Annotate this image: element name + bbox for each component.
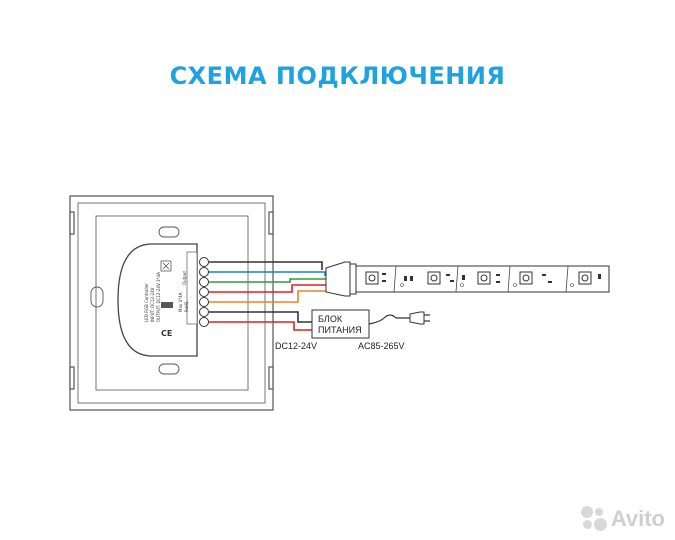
terminal-screw [199,307,209,317]
led-strip [355,265,610,293]
wall-panel [69,195,274,411]
power-supply: БЛОК ПИТАНИЯ [311,309,370,339]
controller-output-label: Output [182,271,187,285]
resistors [382,273,601,283]
terminal-block [199,257,209,327]
terminal-screw [199,257,209,267]
power-block-line-2: ПИТАНИЯ [318,325,362,335]
controller-line-4: Max 4*4A [178,292,183,312]
controller-line-5: RoHS [184,301,189,312]
controller-line-3: OUTPUT: DC12-24V 3*4A [156,272,161,322]
wire-power-black [209,311,312,323]
wire-green [209,278,326,283]
led-chip [365,271,592,285]
wire-black-1 [209,261,323,270]
controller-label-2: Max 4*4A RoHS [178,292,189,312]
wire-red [209,284,326,293]
avito-logo-icon [580,506,607,532]
controller-module [117,243,198,357]
terminal-screw [199,317,209,327]
avito-watermark: Avito [580,506,665,532]
plug-icon [409,311,430,325]
dc-voltage-label: DC12-24V [275,341,317,351]
wire-blue [209,271,326,276]
terminal-screw [199,277,209,287]
terminal-screw [199,287,209,297]
strip-connector [325,261,357,297]
strip-dots [400,283,574,287]
wire-power-red [209,321,312,331]
wires [209,261,328,331]
controller-marks: CE [160,260,173,338]
controller-label: LED RGB Controller INPUT: DC12-24V OUTPU… [144,272,161,322]
controller-line-1: LED RGB Controller [144,283,149,322]
svg-text:Output: Output [182,271,187,285]
terminal-screw [199,297,209,307]
ac-voltage-label: AC85-265V [358,341,405,351]
diagram-title: СХЕМА ПОДКЛЮЧЕНИЯ [169,62,506,90]
ac-cable [368,314,410,325]
ce-mark: CE [161,329,172,338]
power-block-line-1: БЛОК [318,314,343,324]
watermark-text: Avito [610,506,665,531]
wire-orange [209,290,328,303]
terminal-screw [199,267,209,277]
controller-line-2: INPUT: DC12-24V [150,287,155,322]
